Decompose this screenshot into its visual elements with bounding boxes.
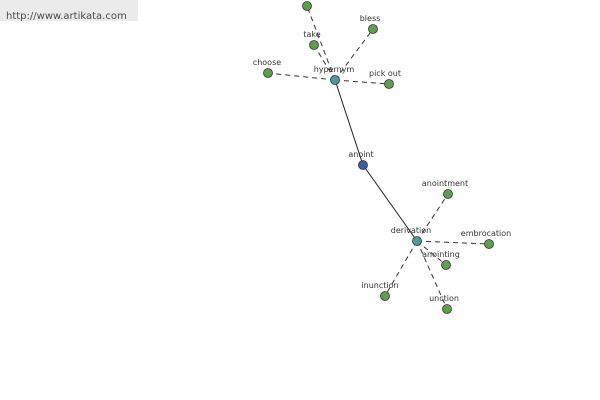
node-choose[interactable] (263, 68, 273, 78)
edge-derivation-to-anointment (416, 193, 449, 242)
labels-layer: anoint hypernym derivation take bless choose p… (253, 14, 511, 303)
edges-layer (267, 5, 490, 310)
node-unction[interactable] (442, 304, 452, 314)
node-label-inunction[interactable]: inunction (361, 281, 398, 290)
edge-anoint-to-hypernym (334, 79, 364, 166)
node-take[interactable] (309, 40, 319, 50)
edge-hypernym-to-bless (334, 28, 374, 81)
edge-hypernym-to-unlabeled (306, 5, 336, 81)
node-label-hypernym[interactable]: hypernym (314, 65, 355, 74)
edge-derivation-to-anointing (416, 240, 447, 266)
node-label-anoint[interactable]: anoint (348, 150, 373, 159)
nodes-layer (263, 1, 494, 314)
node-label-anointing[interactable]: anointing (422, 250, 460, 259)
node-unlabeled[interactable] (302, 1, 312, 11)
node-pick-out[interactable] (384, 79, 394, 89)
url-banner[interactable]: http://www.artikata.com (0, 0, 138, 22)
node-label-unction[interactable]: unction (429, 294, 459, 303)
edge-derivation-to-embrocation (416, 240, 490, 245)
node-label-bless[interactable]: bless (360, 14, 381, 23)
node-anoint[interactable] (358, 160, 368, 170)
node-embrocation[interactable] (484, 239, 494, 249)
node-derivation[interactable] (412, 236, 422, 246)
node-anointing[interactable] (441, 260, 451, 270)
node-hypernym[interactable] (330, 75, 340, 85)
edge-derivation-to-inunction (384, 240, 418, 297)
node-anointment[interactable] (443, 189, 453, 199)
edge-anoint-to-derivation (362, 164, 418, 242)
node-label-anointment[interactable]: anointment (422, 179, 468, 188)
edge-hypernym-to-choose (267, 72, 336, 81)
node-label-derivation[interactable]: derivation (391, 226, 431, 235)
url-link[interactable]: http://www.artikata.com (6, 11, 127, 22)
edge-derivation-to-unction (416, 240, 448, 310)
node-label-embrocation[interactable]: embrocation (461, 229, 511, 238)
node-label-pick-out[interactable]: pick out (369, 69, 401, 78)
node-label-take[interactable]: take (303, 30, 320, 39)
edge-hypernym-to-pick-out (334, 79, 390, 85)
node-label-choose[interactable]: choose (253, 58, 281, 67)
edge-hypernym-to-take (313, 44, 336, 81)
node-bless[interactable] (368, 24, 378, 34)
node-inunction[interactable] (380, 291, 390, 301)
